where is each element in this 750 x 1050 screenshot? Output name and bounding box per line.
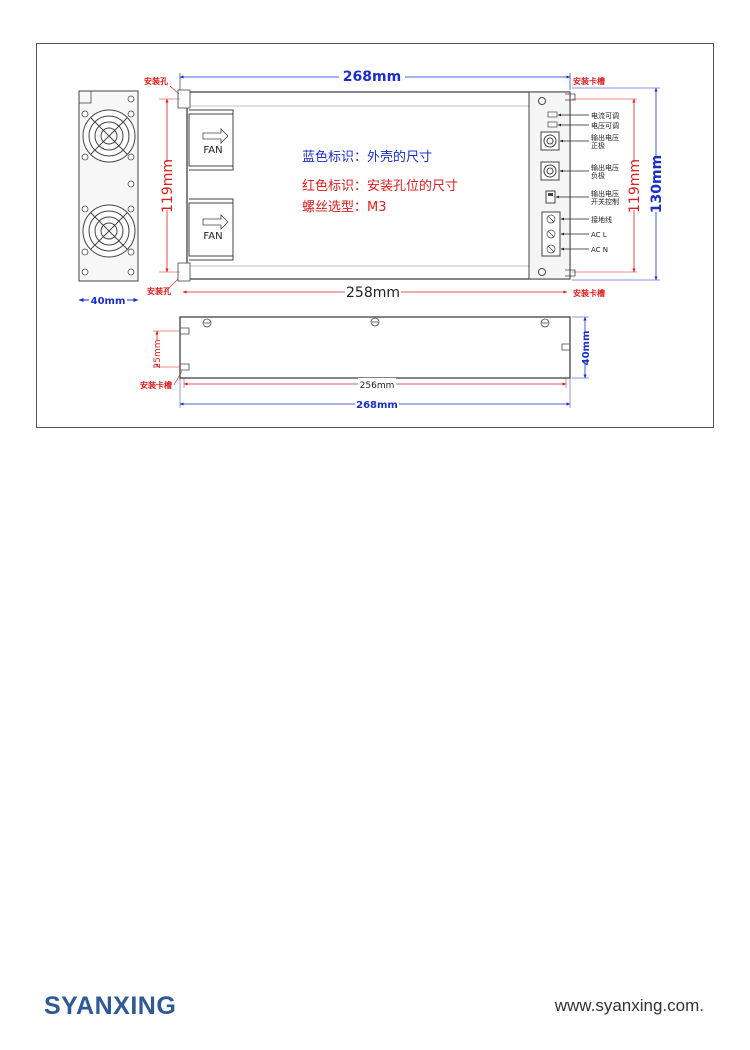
top-view: FAN FAN (177, 89, 619, 282)
dim-height-left: 119mm (160, 159, 176, 213)
legend-red: 红色标识：安装孔位的尺寸 (302, 178, 458, 194)
dimension-drawing: 40mm FAN FAN (78, 68, 665, 411)
label-mount-hole-top: 安装孔 (144, 76, 168, 86)
fan-arrow-icon (202, 128, 229, 144)
fan-grille-lower (82, 204, 136, 258)
dim-height-right: 119mm (627, 159, 643, 213)
fan-arrow-icon (202, 214, 229, 230)
terminal-panel (528, 91, 571, 280)
brand-logo: SYANXING (44, 992, 177, 1020)
dim-side-268: 268mm (356, 400, 398, 411)
drawing-frame: 40mm FAN FAN (36, 43, 714, 428)
dim-width-top: 268mm (343, 69, 401, 85)
dim-side-40: 40mm (581, 331, 592, 366)
panel-label-output-switch: 输出电压开关控制 (591, 189, 619, 206)
fan-label: FAN (203, 145, 222, 156)
fan-box-lower: FAN (188, 198, 234, 261)
fan-label: FAN (203, 231, 222, 242)
dim-side-256: 256mm (360, 381, 395, 391)
fan-box-upper: FAN (188, 109, 234, 171)
side-fan-view: 40mm (78, 90, 139, 307)
dim-inner-width: 258mm (346, 285, 400, 301)
panel-label-ac-n: AC N (591, 246, 608, 254)
website-link[interactable]: www.syanxing.com. (554, 996, 704, 1015)
panel-label-output-negative: 输出电压负极 (591, 163, 619, 180)
panel-label-ground: 接地线 (591, 215, 612, 224)
side-width-dim: 40mm (91, 296, 126, 307)
panel-label-current-adjust: 电流可调 (591, 111, 619, 120)
label-mount-hole-bottom: 安装孔 (147, 286, 171, 296)
label-side-slot: 安装卡槽 (140, 380, 172, 390)
legend-blue: 蓝色标识：外壳的尺寸 (302, 149, 432, 165)
fan-grille-upper (82, 109, 136, 163)
top-view-dimensions: 268mm 258mm 119mm 119mm 130mm 安装孔 安装孔 安装… (144, 68, 665, 301)
label-mount-slot-bottom: 安装卡槽 (573, 288, 605, 298)
panel-label-ac-l: AC L (591, 231, 607, 239)
dim-height-outer: 130mm (649, 155, 665, 213)
label-mount-slot-top: 安装卡槽 (573, 76, 605, 86)
side-view: 25mm 40mm 安装卡槽 256mm 268mm (140, 316, 592, 411)
legend-screw: 螺丝选型：M3 (302, 200, 387, 215)
panel-label-output-positive: 输出电压正极 (591, 133, 619, 150)
dim-side-25: 25mm (153, 340, 163, 369)
panel-label-voltage-adjust: 电压可调 (591, 121, 619, 130)
